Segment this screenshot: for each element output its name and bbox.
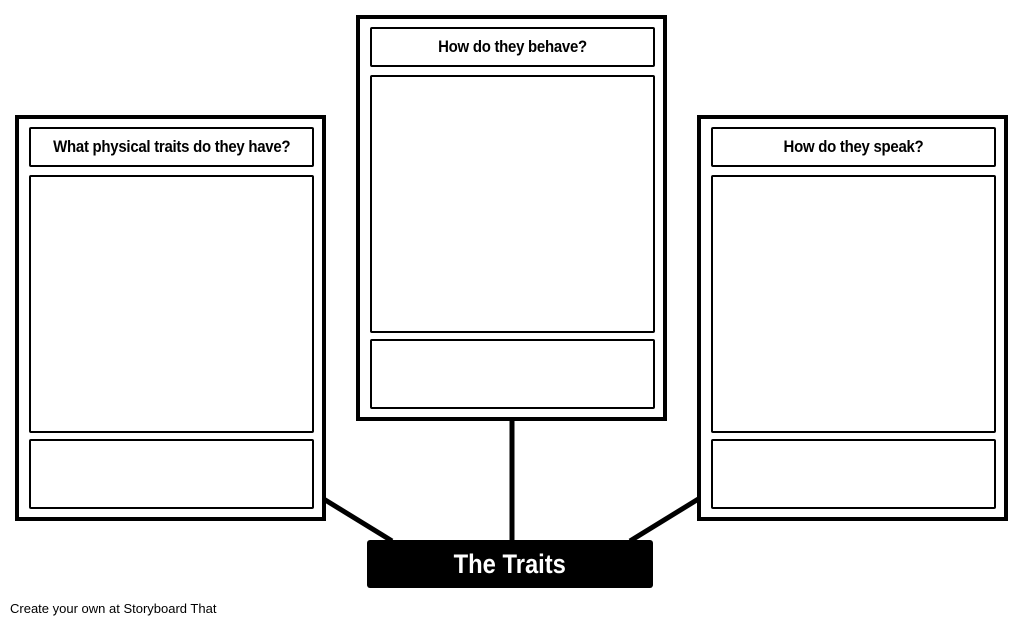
card-text-area[interactable] [370,339,655,409]
connector-left [320,495,394,544]
card-title: How do they behave? [370,27,655,67]
card-title-text: What physical traits do they have? [52,137,291,156]
connector-right [628,495,702,544]
card-physical-traits: What physical traits do they have? [15,115,326,521]
card-title-text: How do they speak? [783,137,924,156]
card-image-area[interactable] [711,175,996,433]
card-text-area[interactable] [29,439,314,509]
card-title: How do they speak? [711,127,996,167]
center-label: The Traits [367,540,653,588]
card-text-area[interactable] [711,439,996,509]
card-image-area[interactable] [370,75,655,333]
card-image-area[interactable] [29,175,314,433]
card-speech: How do they speak? [697,115,1008,521]
card-title: What physical traits do they have? [29,127,314,167]
watermark-link[interactable]: Create your own at Storyboard That [10,601,217,616]
card-behavior: How do they behave? [356,15,667,421]
center-label-text: The Traits [453,548,567,579]
card-title-text: How do they behave? [438,37,587,56]
